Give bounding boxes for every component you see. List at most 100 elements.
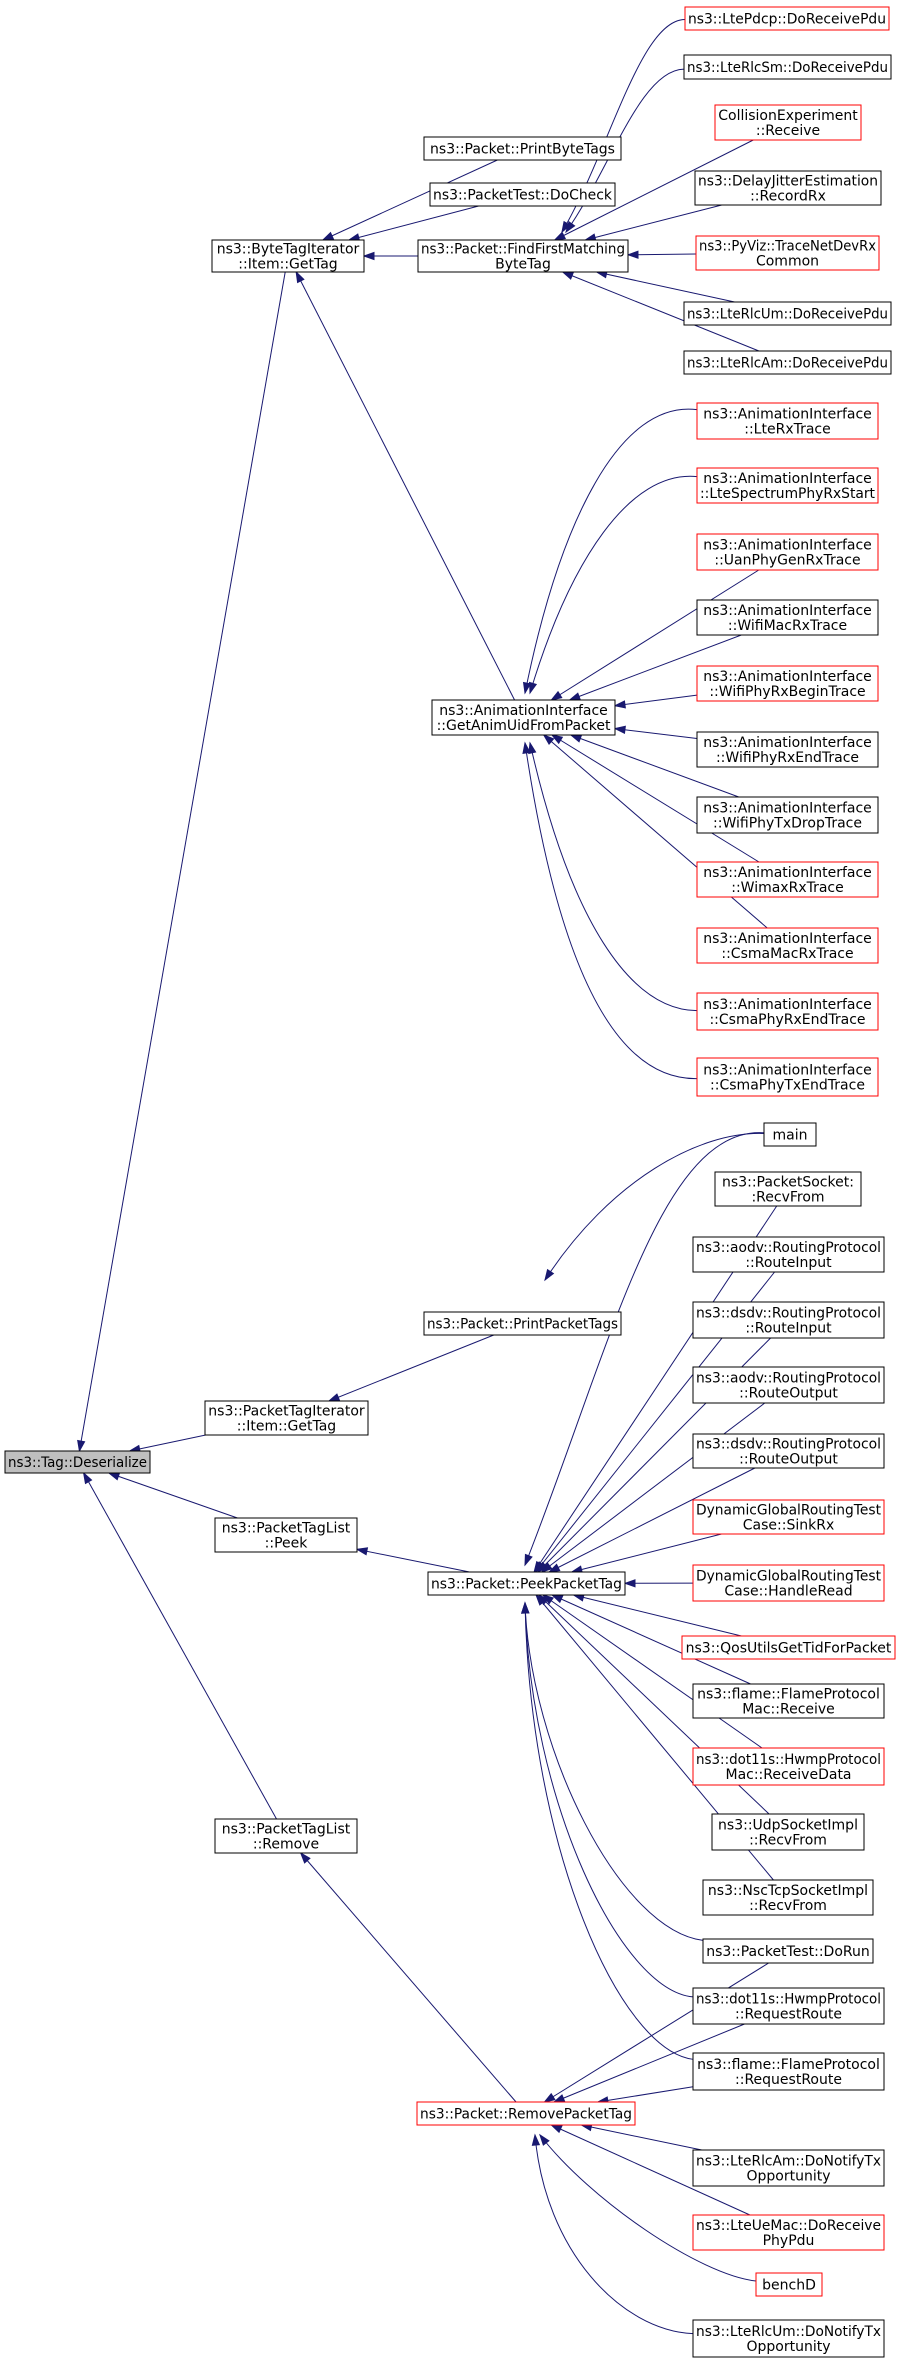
node-anim_csmaphyrxend[interactable]: ns3::AnimationInterface::CsmaPhyRxEndTra… bbox=[696, 992, 879, 1031]
node-label-line: ::RequestRoute bbox=[735, 2007, 842, 2023]
node-box bbox=[696, 467, 879, 504]
node-ptl_remove[interactable]: ns3::PacketTagList::Remove bbox=[214, 1818, 358, 1854]
node-box bbox=[692, 1366, 885, 1404]
node-pkttest_docheck[interactable]: ns3::PacketTest::DoCheck bbox=[429, 182, 616, 207]
arrowhead-pkt_printpackettags-to-pti_gettag bbox=[327, 1393, 341, 1402]
node-anim_wifiphyrxbegin[interactable]: ns3::AnimationInterface::WifiPhyRxBeginT… bbox=[696, 665, 879, 702]
node-label-line: DynamicGlobalRoutingTest bbox=[696, 1503, 881, 1519]
node-packetsocket_recvfrom[interactable]: ns3::PacketSocket::RecvFrom bbox=[714, 1171, 862, 1207]
arrowhead-anim_getanimuid-to-bti_gettag bbox=[295, 270, 305, 284]
node-box bbox=[694, 170, 882, 206]
node-label-line: DynamicGlobalRoutingTest bbox=[696, 1569, 881, 1585]
node-anim_wifiphytxdrop[interactable]: ns3::AnimationInterface::WifiPhyTxDropTr… bbox=[696, 796, 879, 834]
node-pkt_removepackettag[interactable]: ns3::Packet::RemovePacketTag bbox=[416, 2101, 636, 2126]
node-label-line: ::WifiPhyRxBeginTrace bbox=[709, 684, 865, 700]
node-label-line: ns3::flame::FlameProtocol bbox=[697, 2057, 880, 2073]
node-lterlcum_doreceivepdu[interactable]: ns3::LteRlcUm::DoReceivePdu bbox=[683, 301, 892, 326]
node-label-line: ns3::dot11s::HwmpProtocol bbox=[696, 1752, 881, 1768]
node-pkt_peekpackettag[interactable]: ns3::Packet::PeekPacketTag bbox=[427, 1571, 626, 1596]
node-box bbox=[696, 992, 879, 1031]
node-ltepdcp_doreceivepdu[interactable]: ns3::LtePdcp::DoReceivePdu bbox=[684, 6, 890, 31]
node-benchd[interactable]: benchD bbox=[755, 2272, 823, 2297]
node-box bbox=[696, 665, 879, 702]
node-box bbox=[692, 1564, 885, 1602]
node-label-line: ns3::Packet::PrintByteTags bbox=[430, 142, 615, 158]
node-box bbox=[702, 1938, 874, 1964]
node-label-line: ::RouteOutput bbox=[739, 1452, 838, 1468]
node-label-line: ::WifiPhyTxDropTrace bbox=[713, 816, 862, 832]
arrowhead-nsctcpsocket_recvfrom-to-pkt_peekpackettag bbox=[535, 1593, 547, 1606]
node-anim_csmamacrx[interactable]: ns3::AnimationInterface::CsmaMacRxTrace bbox=[696, 927, 879, 964]
node-box bbox=[692, 1236, 885, 1273]
node-pkt_printbytetags[interactable]: ns3::Packet::PrintByteTags bbox=[423, 136, 622, 161]
node-qosutils_gettid[interactable]: ns3::QosUtilsGetTidForPacket bbox=[681, 1635, 896, 1660]
node-label-line: ns3::PacketTest::DoRun bbox=[706, 1944, 870, 1960]
node-label-line: ns3::PacketTest::DoCheck bbox=[433, 188, 613, 204]
node-label-line: ns3::LteRlcAm::DoNotifyTx bbox=[696, 2154, 881, 2170]
node-box bbox=[755, 2272, 823, 2297]
edge-pyviz_tracenetdevrx-to-pkt_findfirstmatching bbox=[627, 253, 697, 256]
node-collisionexperiment_receive[interactable]: CollisionExperiment::Receive bbox=[714, 104, 862, 141]
node-ptl_peek[interactable]: ns3::PacketTagList::Peek bbox=[214, 1517, 358, 1553]
node-aodv_routeoutput[interactable]: ns3::aodv::RoutingProtocol::RouteOutput bbox=[692, 1366, 885, 1404]
node-label-line: ::CsmaMacRxTrace bbox=[721, 946, 853, 962]
node-bti_gettag[interactable]: ns3::ByteTagIterator::Item::GetTag bbox=[211, 239, 365, 273]
node-anim_uanphy[interactable]: ns3::AnimationInterface::UanPhyGenRxTrac… bbox=[696, 533, 879, 571]
node-delayjitter_recordrx[interactable]: ns3::DelayJitterEstimation::RecordRx bbox=[694, 170, 882, 206]
node-box bbox=[696, 1057, 879, 1097]
node-pkt_printpackettags[interactable]: ns3::Packet::PrintPacketTags bbox=[423, 1311, 622, 1336]
node-aodv_routeinput[interactable]: ns3::aodv::RoutingProtocol::RouteInput bbox=[692, 1236, 885, 1273]
node-anim_wifimacrx[interactable]: ns3::AnimationInterface::WifiMacRxTrace bbox=[696, 599, 879, 636]
node-label-line: ns3::LteRlcUm::DoReceivePdu bbox=[687, 307, 888, 323]
node-label-line: ::CsmaPhyRxEndTrace bbox=[709, 1012, 865, 1028]
node-pkttest_dorun[interactable]: ns3::PacketTest::DoRun bbox=[702, 1938, 874, 1964]
node-label-line: Mac::Receive bbox=[742, 1702, 835, 1718]
node-nsctcpsocket_recvfrom[interactable]: ns3::NscTcpSocketImpl::RecvFrom bbox=[702, 1879, 874, 1916]
edge-bti_gettag-to-tag_deserialize bbox=[78, 271, 286, 1452]
edge-anim_getanimuid-to-bti_gettag bbox=[295, 271, 516, 701]
node-anim_ltespectrum[interactable]: ns3::AnimationInterface::LteSpectrumPhyR… bbox=[696, 467, 879, 504]
node-box bbox=[692, 1747, 885, 1786]
node-tag_deserialize[interactable]: ns3::Tag::Deserialize bbox=[4, 1450, 151, 1474]
node-box bbox=[696, 861, 879, 898]
node-dsdv_routeoutput[interactable]: ns3::dsdv::RoutingProtocol::RouteOutput bbox=[692, 1433, 885, 1469]
edge-collisionexperiment_receive-to-pkt_findfirstmatching bbox=[554, 139, 754, 241]
node-box bbox=[214, 1818, 358, 1854]
node-main[interactable]: main bbox=[763, 1122, 817, 1147]
node-dot11s_hwmp_requestroute[interactable]: ns3::dot11s::HwmpProtocol::RequestRoute bbox=[692, 1987, 885, 2025]
node-box bbox=[431, 699, 616, 736]
node-label-line: ns3::AnimationInterface bbox=[703, 471, 872, 487]
edge-main-to-pkt_peekpackettag bbox=[524, 1132, 765, 1566]
arrowhead-anim_csmaphytxend-to-anim_getanimuid bbox=[522, 741, 531, 755]
arrowhead-pkttest_dorun-to-pkt_removepackettag bbox=[543, 2092, 556, 2103]
node-anim_getanimuid[interactable]: ns3::AnimationInterface::GetAnimUidFromP… bbox=[431, 699, 616, 736]
node-anim_ltertrace[interactable]: ns3::AnimationInterface::LteRxTrace bbox=[696, 402, 879, 440]
node-box bbox=[696, 599, 879, 636]
node-box bbox=[695, 235, 880, 271]
node-anim_wifiphyrxend[interactable]: ns3::AnimationInterface::WifiPhyRxEndTra… bbox=[696, 731, 879, 768]
node-anim_csmaphytxend[interactable]: ns3::AnimationInterface::CsmaPhyTxEndTra… bbox=[696, 1057, 879, 1097]
node-lterlcsm_doreceivepdu[interactable]: ns3::LteRlcSm::DoReceivePdu bbox=[683, 54, 892, 80]
node-dot11s_hwmp_receivedata[interactable]: ns3::dot11s::HwmpProtocolMac::ReceiveDat… bbox=[692, 1747, 885, 1786]
node-flame_requestroute[interactable]: ns3::flame::FlameProtocol::RequestRoute bbox=[692, 2052, 885, 2091]
edge-ptl_remove-to-tag_deserialize bbox=[83, 1472, 277, 1820]
node-udpsocket_recvfrom[interactable]: ns3::UdpSocketImpl::RecvFrom bbox=[711, 1813, 865, 1851]
arrowhead-dot11s_hwmp_requestroute-to-pkt_removepackettag bbox=[552, 2094, 566, 2103]
node-label-line: ::RouteInput bbox=[745, 1255, 832, 1271]
node-dsdv_routeinput[interactable]: ns3::dsdv::RoutingProtocol::RouteInput bbox=[692, 1301, 885, 1339]
node-lterlcam_doreceivepdu[interactable]: ns3::LteRlcAm::DoReceivePdu bbox=[683, 350, 892, 375]
node-anim_wimaxrx[interactable]: ns3::AnimationInterface::WimaxRxTrace bbox=[696, 861, 879, 898]
node-label-line: ns3::AnimationInterface bbox=[703, 603, 872, 619]
node-pti_gettag[interactable]: ns3::PacketTagIterator::Item::GetTag bbox=[204, 1400, 369, 1436]
edge-anim_wifiphyrxbegin-to-anim_getanimuid bbox=[614, 694, 698, 707]
node-box bbox=[423, 1311, 622, 1336]
